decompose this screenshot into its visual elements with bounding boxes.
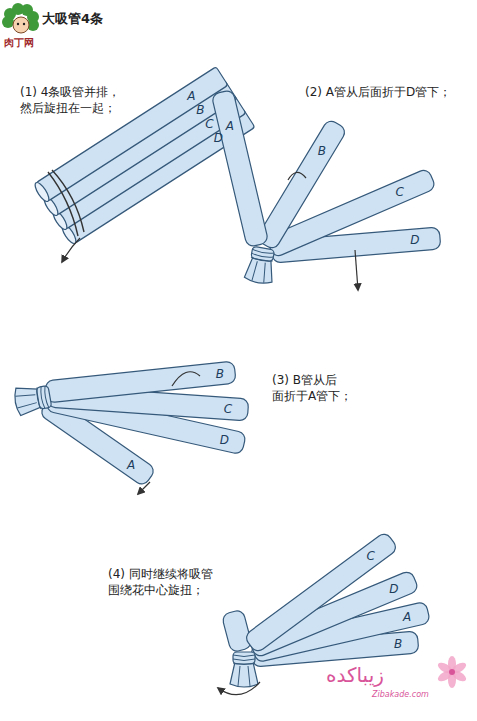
logo-text: 肉丁网 xyxy=(4,36,34,50)
watermark-url: Zibakade.com xyxy=(372,690,429,701)
straw-letter: B xyxy=(394,636,402,652)
step-text: (1) 4条吸管并排， 然后旋扭在一起； xyxy=(20,84,170,116)
fold-arc xyxy=(288,172,306,180)
straw xyxy=(243,531,398,654)
straw-letter: D xyxy=(410,232,419,248)
petal xyxy=(436,661,454,676)
title: 大吸管4条 xyxy=(42,10,103,28)
fold-arrow xyxy=(138,482,150,494)
twist-wire xyxy=(52,170,84,232)
twist-line xyxy=(251,253,273,258)
twist-line xyxy=(233,655,255,657)
twist-line xyxy=(44,386,49,408)
logo-eye xyxy=(17,23,19,25)
twist-line xyxy=(36,387,41,409)
twist-line xyxy=(233,663,255,665)
straw-body xyxy=(221,609,252,653)
straw-letter: B xyxy=(216,366,224,382)
straw-letter: A xyxy=(187,88,195,104)
watermark: زیباکده xyxy=(326,662,384,689)
straw-body xyxy=(256,118,348,250)
straw-letter: D xyxy=(220,432,229,448)
logo-hair xyxy=(2,16,14,28)
straw-body xyxy=(45,361,236,403)
twist-line xyxy=(251,257,273,262)
straw-letter: C xyxy=(224,401,232,417)
twist-wire xyxy=(48,172,78,236)
twist-line xyxy=(40,387,45,409)
twist xyxy=(233,652,255,664)
straw-letter: D xyxy=(214,130,223,146)
straw xyxy=(45,361,236,403)
twist-line xyxy=(252,249,274,254)
logo-face xyxy=(13,17,29,33)
straw xyxy=(256,118,348,250)
straw xyxy=(221,609,252,653)
straw-bundle xyxy=(230,662,258,687)
straw-letter: B xyxy=(318,143,326,159)
straw-letter: A xyxy=(403,609,411,625)
twist xyxy=(251,246,275,262)
watermark-flower xyxy=(436,656,468,688)
straw-bundle xyxy=(252,261,267,283)
straw-body xyxy=(45,81,237,215)
twist xyxy=(36,385,52,409)
twist-line xyxy=(233,659,255,661)
straw-letter: A xyxy=(226,118,234,134)
step-text: (4) 同时继续将吸管 围绕花中心旋扭； xyxy=(108,566,248,598)
straw-bundle xyxy=(238,666,250,686)
fold-arrow xyxy=(355,250,358,290)
straw-opening xyxy=(33,181,52,204)
straw-letter: C xyxy=(395,184,403,200)
straw-letter: B xyxy=(196,102,204,118)
step-text: (2) A管从后面折于D管下； xyxy=(305,84,451,100)
straw xyxy=(211,89,268,247)
fold-arc xyxy=(172,372,200,386)
straw-bundle xyxy=(15,393,37,408)
straw-body xyxy=(243,531,398,654)
straw-letter: C xyxy=(205,116,213,132)
logo-eye xyxy=(23,23,25,25)
knot xyxy=(244,246,278,285)
straw-letter: A xyxy=(127,457,135,473)
knot xyxy=(13,382,52,416)
knot xyxy=(230,652,258,687)
logo-icon xyxy=(2,3,39,33)
flower-center xyxy=(449,669,455,675)
straw-letter: C xyxy=(366,548,374,564)
twist-arrow xyxy=(62,238,80,262)
straw-letter: D xyxy=(389,581,398,597)
step-text: (3) B管从后 面折于A管下； xyxy=(272,372,382,404)
twist-arrow xyxy=(218,682,260,695)
straw-body xyxy=(211,89,268,247)
